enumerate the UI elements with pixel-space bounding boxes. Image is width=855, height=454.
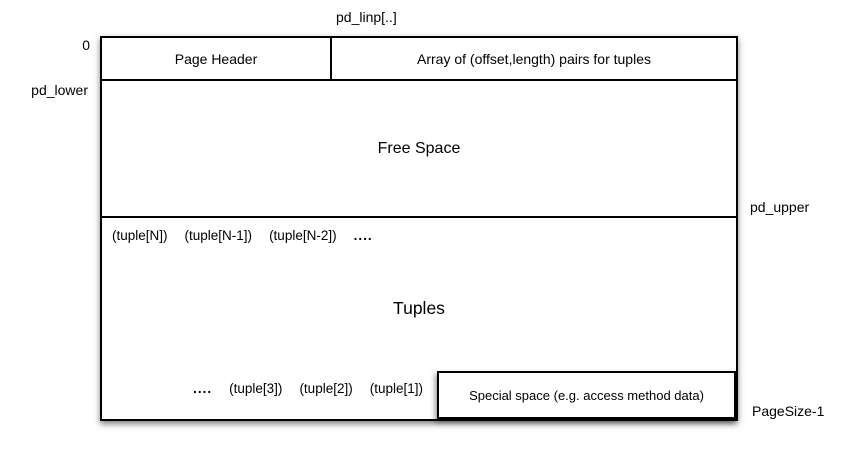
ellipsis-label: .... — [353, 228, 373, 243]
tuple-3-label: (tuple[3]) — [229, 381, 283, 396]
tuple-n1-label: (tuple[N-1]) — [184, 228, 253, 243]
header-row: Page Header Array of (offset,length) pai… — [102, 38, 736, 81]
offset-zero-label: 0 — [82, 37, 90, 53]
tuple-n-label: (tuple[N]) — [112, 228, 168, 243]
tuple-pointer-row-bottom: .... (tuple[3]) (tuple[2]) (tuple[1]) — [193, 381, 423, 396]
free-space-region: Free Space — [102, 81, 736, 218]
tuple-1-label: (tuple[1]) — [369, 381, 423, 396]
tuple-n2-label: (tuple[N-2]) — [269, 228, 337, 243]
tuple-pointer-row-top: (tuple[N]) (tuple[N-1]) (tuple[N-2]) ...… — [112, 228, 373, 243]
pd-upper-label: pd_upper — [750, 199, 810, 215]
pd-lower-label: pd_lower — [31, 82, 88, 98]
page-rectangle: Page Header Array of (offset,length) pai… — [100, 36, 738, 421]
page-header-cell: Page Header — [102, 38, 332, 79]
pagesize-label: PageSize-1 — [752, 403, 825, 419]
pd-linp-label: pd_linp[..] — [336, 9, 397, 25]
tuples-title: Tuples — [393, 298, 445, 318]
ellipsis-label: .... — [193, 381, 213, 396]
special-space-box: Special space (e.g. access method data) — [437, 371, 736, 419]
linp-array-cell: Array of (offset,length) pairs for tuple… — [417, 50, 651, 67]
tuple-2-label: (tuple[2]) — [299, 381, 353, 396]
tuples-region: (tuple[N]) (tuple[N-1]) (tuple[N-2]) ...… — [102, 218, 736, 419]
